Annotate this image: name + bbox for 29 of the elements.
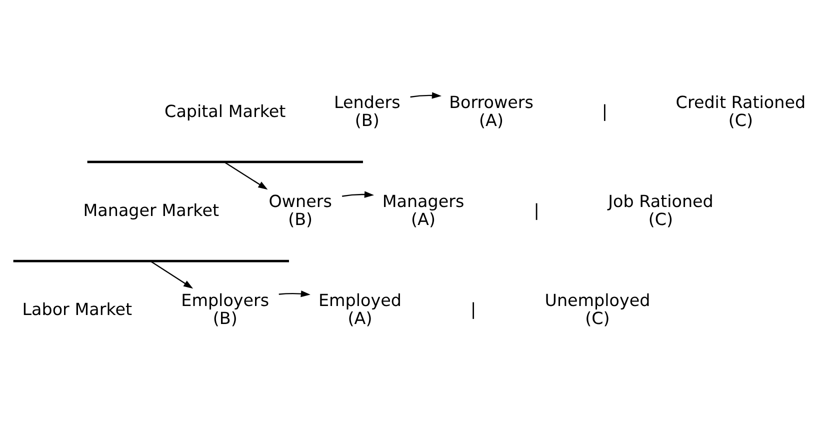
node-label: (A) [479,110,504,130]
node-label: (C) [728,110,754,130]
arrow [150,261,194,289]
node-bar [87,160,363,164]
node-label: (C) [648,208,674,229]
node-text: Employed [318,290,402,310]
arrow [410,92,442,99]
node-label: (B) [288,208,313,229]
node-text: Unemployed [544,290,650,310]
label: | [534,200,540,220]
node-bar [13,260,289,262]
node-text: Managers [382,190,464,211]
arrow [278,290,310,298]
arrow [224,162,268,190]
node-text: Owners [268,190,332,211]
label: | [602,100,608,121]
label: Labor Market [22,298,132,319]
node-label: (B) [354,110,380,130]
node-text: Job Rationed [608,190,714,211]
node-text: Lenders [334,92,400,112]
node-text: Borrowers [449,92,534,112]
label: Capital Market [164,100,286,121]
node-text: Employers [181,290,270,310]
node-label: (C) [585,308,610,328]
node-label: (A) [348,308,372,328]
label: Manager Market [83,200,220,220]
label: | [470,298,476,319]
node-text: Credit Rationed [676,92,806,112]
arrow [342,191,374,198]
